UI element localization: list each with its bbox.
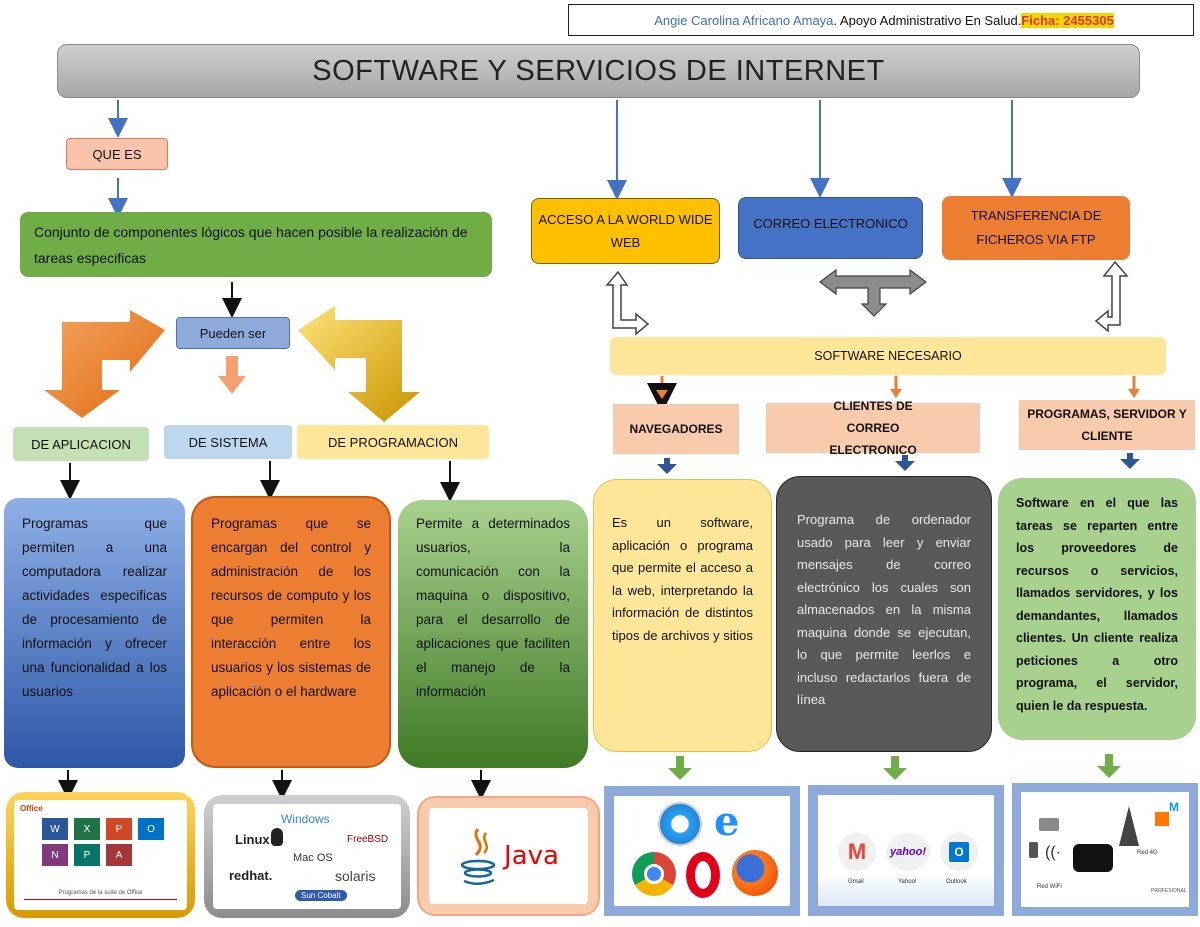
outlook-icon: O bbox=[940, 833, 978, 871]
phone-icon bbox=[1029, 842, 1038, 858]
excel-icon: X bbox=[74, 818, 100, 840]
que-es-node: QUE ES bbox=[66, 138, 168, 170]
suncobalt-logo: Sun Cobalt bbox=[295, 890, 347, 901]
author-name: Angie Carolina Africano Amaya bbox=[654, 12, 834, 28]
office-logo: Office bbox=[20, 804, 43, 813]
arrow-mail-desc bbox=[895, 455, 915, 471]
tower-icon bbox=[1119, 806, 1139, 846]
programas-servidor-label: PROGRAMAS, SERVIDOR Y CLIENTE bbox=[1019, 400, 1195, 450]
linux-logo: Linux bbox=[235, 832, 270, 847]
java-logo-text: Java bbox=[504, 841, 559, 871]
red-wifi-label: Red WiFi bbox=[1037, 884, 1062, 890]
office-image: Office W X P O N P A Programas de la sui… bbox=[6, 792, 195, 918]
mail-clients-image: M yahoo! O Gmail Yahoo! Outlook bbox=[808, 785, 1004, 916]
www-bidir-arrow bbox=[605, 270, 650, 336]
clientes-correo-desc: Programa de ordenador usado para leer y … bbox=[776, 476, 992, 752]
network-image: ((· M Red 4G Red WiFi PROFESIONAL bbox=[1012, 783, 1198, 916]
ftp-bidir-arrow bbox=[1094, 260, 1129, 333]
solaris-logo: solaris bbox=[335, 868, 376, 884]
navegadores-label: NAVEGADORES bbox=[613, 404, 739, 454]
powerpoint-icon: P bbox=[106, 818, 132, 840]
chrome-icon bbox=[632, 852, 676, 896]
access-icon: A bbox=[106, 844, 132, 866]
yahoo-label: Yahoo! bbox=[898, 879, 917, 885]
salmon-down-arrow bbox=[218, 356, 246, 394]
router-icon bbox=[1073, 844, 1113, 872]
arrow-prog-desc bbox=[1120, 453, 1140, 469]
arrow-nav-img bbox=[668, 756, 692, 780]
macos-logo: Mac OS bbox=[293, 852, 333, 864]
internet-explorer-icon: e bbox=[714, 798, 740, 845]
programacion-label: DE PROGRAMACION bbox=[297, 425, 489, 459]
java-cup-icon bbox=[460, 828, 496, 885]
outlook-label: Outlook bbox=[946, 879, 967, 885]
navegadores-desc: Es un software, aplicación o programa qu… bbox=[593, 479, 772, 752]
windows-logo: Windows bbox=[281, 812, 330, 826]
sistema-desc: Programas que se encargan del control y … bbox=[191, 496, 391, 768]
arrow-nav-desc bbox=[657, 458, 677, 474]
aplicacion-label: DE APLICACION bbox=[13, 427, 149, 461]
mail-bidir-arrow bbox=[819, 268, 927, 317]
author-role: . Apoyo Administrativo En Salud. bbox=[833, 12, 1022, 28]
firefox-icon bbox=[732, 850, 778, 896]
big-orange-arrow bbox=[44, 310, 165, 418]
browsers-image: e bbox=[604, 786, 800, 916]
pueden-ser-node: Pueden ser bbox=[176, 317, 290, 349]
gmail-icon: M bbox=[838, 833, 876, 871]
word-icon: W bbox=[42, 818, 68, 840]
publisher-icon: P bbox=[74, 844, 100, 866]
clientes-correo-label: CLIENTES DE CORREO ELECTRONICO bbox=[766, 399, 980, 457]
movistar-logo: M bbox=[1169, 800, 1179, 814]
software-necesario-bar: SOFTWARE NECESARIO bbox=[610, 337, 1166, 375]
profesional-label: PROFESIONAL bbox=[1151, 888, 1187, 894]
ftp-service: TRANSFERENCIA DE FICHEROS VIA FTP bbox=[942, 196, 1130, 260]
office-caption: Programas de la suite de Office bbox=[58, 890, 143, 896]
big-yellow-arrow bbox=[298, 306, 420, 422]
programas-servidor-desc: Software en el que las tareas se reparte… bbox=[998, 478, 1196, 740]
ficha-label: Ficha: 2455305 bbox=[1021, 12, 1114, 28]
red-4g-label: Red 4G bbox=[1137, 850, 1158, 856]
page-title: SOFTWARE Y SERVICIOS DE INTERNET bbox=[57, 44, 1140, 98]
author-header: Angie Carolina Africano Amaya. Apoyo Adm… bbox=[568, 4, 1194, 36]
yahoo-icon: yahoo! bbox=[886, 833, 930, 871]
sistema-label: DE SISTEMA bbox=[164, 425, 292, 459]
mail-service: CORREO ELECTRONICO bbox=[738, 197, 923, 259]
onenote-icon: N bbox=[42, 844, 68, 866]
definition-node: Conjunto de componentes lógicos que hace… bbox=[20, 212, 492, 277]
safari-icon bbox=[658, 802, 702, 846]
wifi-icon: ((· bbox=[1045, 844, 1061, 861]
arrow-prog-img bbox=[1097, 754, 1121, 778]
www-service: ACCESO A LA WORLD WIDE WEB bbox=[531, 198, 720, 264]
laptop-icon bbox=[1039, 818, 1059, 831]
os-image: Windows Linux Mac OS FreeBSD redhat. sol… bbox=[204, 795, 410, 918]
java-image: Java bbox=[417, 796, 600, 916]
redhat-logo: redhat. bbox=[229, 868, 273, 883]
gmail-label: Gmail bbox=[848, 879, 864, 885]
aplicacion-desc: Programas que permiten a una computadora… bbox=[4, 498, 185, 768]
opera-icon bbox=[686, 852, 720, 898]
tux-icon bbox=[271, 828, 283, 846]
orange-logo bbox=[1155, 812, 1169, 826]
arrow-mail-img bbox=[883, 756, 907, 780]
outlook-icon: O bbox=[138, 818, 164, 840]
programacion-desc: Permite a determinados usuarios, la comu… bbox=[398, 500, 588, 768]
freebsd-logo: FreeBSD bbox=[347, 834, 389, 845]
